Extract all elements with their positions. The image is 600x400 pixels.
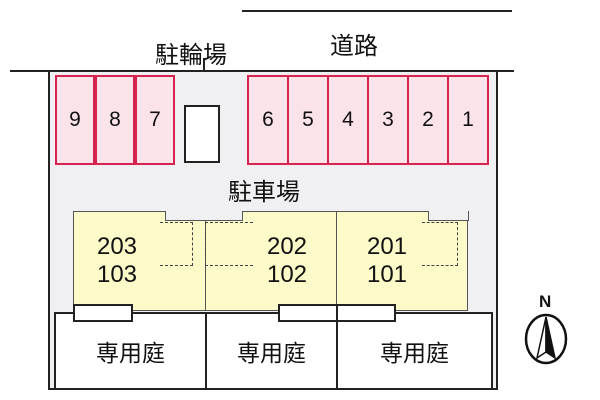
room-number-201: 201 (366, 233, 408, 260)
road-label: 道路 (330, 32, 378, 60)
dashed-outline-201 (422, 222, 458, 266)
north-label: N (539, 292, 552, 311)
road-top-line (242, 10, 512, 12)
balcony-left (73, 304, 133, 322)
private-garden-right: 専用庭 (336, 312, 493, 390)
bicycle-parking-label: 駐輪場 (155, 41, 227, 69)
unit-block-right (336, 211, 468, 311)
parking-space-1: 1 (447, 75, 489, 165)
unit-notch-right (428, 211, 469, 221)
unit-notch-left (165, 211, 243, 221)
parking-label: 駐車場 (228, 178, 300, 206)
unit-block-left (73, 211, 206, 311)
dashed-outline-203 (160, 222, 193, 266)
compass-icon (524, 313, 568, 365)
parking-space-5: 5 (287, 75, 329, 165)
unit-201-101: 201 101 (352, 233, 422, 289)
room-number-103: 103 (96, 261, 138, 288)
room-number-203: 203 (96, 233, 138, 260)
parking-space-3: 3 (367, 75, 409, 165)
road-bottom-line-right (496, 70, 514, 72)
private-garden-left: 専用庭 (54, 312, 207, 390)
parking-space-2: 2 (407, 75, 449, 165)
road-bottom-line-left (10, 70, 50, 72)
unit-202-102: 202 102 (252, 233, 322, 289)
room-number-101: 101 (366, 261, 408, 288)
bicycle-parking-area (184, 105, 220, 163)
parking-space-7: 7 (135, 75, 175, 165)
parking-space-8: 8 (95, 75, 135, 165)
unit-203-103: 203 103 (82, 233, 152, 289)
parking-space-6: 6 (247, 75, 289, 165)
parking-space-9: 9 (55, 75, 95, 165)
parking-space-4: 4 (327, 75, 369, 165)
balcony-right (336, 304, 396, 322)
private-garden-middle: 専用庭 (205, 312, 338, 390)
room-number-102: 102 (266, 261, 308, 288)
dashed-outline-202 (205, 222, 253, 266)
balcony-middle (278, 304, 338, 322)
room-number-202: 202 (266, 233, 308, 260)
